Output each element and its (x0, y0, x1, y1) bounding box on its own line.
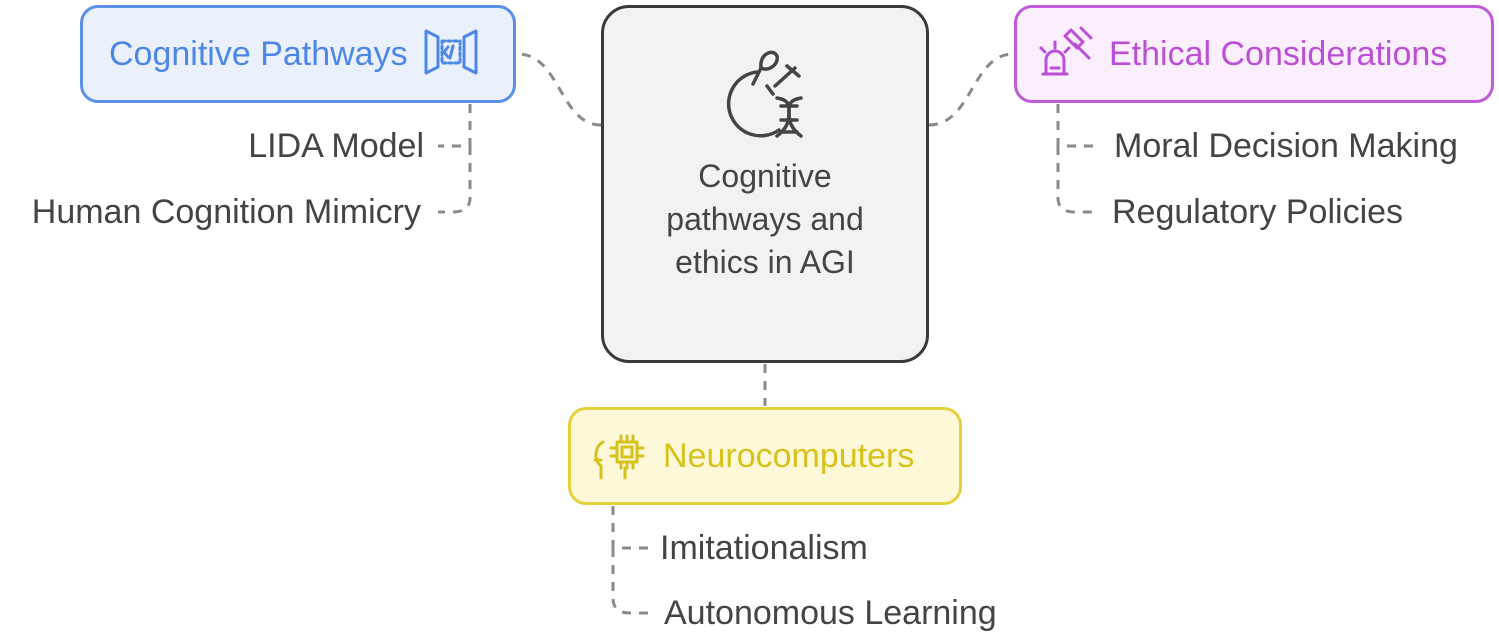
leaf-autonomous-learning: Autonomous Learning (664, 594, 997, 632)
connector-moral (1056, 104, 1100, 148)
dna-biology-icon (717, 46, 813, 147)
leaf-regulatory-policies: Regulatory Policies (1112, 193, 1404, 231)
cognitive-pathways-node[interactable]: Cognitive Pathways (80, 5, 516, 103)
brain-chip-icon (591, 426, 649, 487)
connector-lida (438, 104, 472, 148)
leaf-moral-decision-making: Moral Decision Making (1114, 127, 1458, 165)
ethical-considerations-node[interactable]: Ethical Considerations (1014, 5, 1494, 103)
ethical-considerations-label: Ethical Considerations (1109, 34, 1448, 73)
leaf-imitationalism: Imitationalism (660, 529, 868, 567)
connector-center-cognitive (517, 52, 602, 127)
center-title: Cognitive pathways and ethics in AGI (666, 158, 864, 280)
center-node[interactable]: Cognitive pathways and ethics in AGI (601, 5, 929, 363)
leaf-human-cognition-mimicry: Human Cognition Mimicry (31, 193, 421, 231)
leaf-lida-model: LIDA Model (248, 127, 424, 165)
gavel-alarm-icon (1037, 24, 1093, 85)
neurocomputers-label: Neurocomputers (663, 436, 915, 475)
connector-regulatory (1056, 146, 1098, 214)
connector-autonomous (611, 548, 650, 615)
cognitive-pathways-label: Cognitive Pathways (109, 34, 408, 73)
connector-mimicry (438, 146, 472, 214)
connector-imitationalism (611, 506, 648, 550)
neurocomputers-node[interactable]: Neurocomputers (568, 407, 962, 505)
code-brackets-icon (422, 25, 480, 84)
connector-center-ethics (928, 52, 1014, 127)
